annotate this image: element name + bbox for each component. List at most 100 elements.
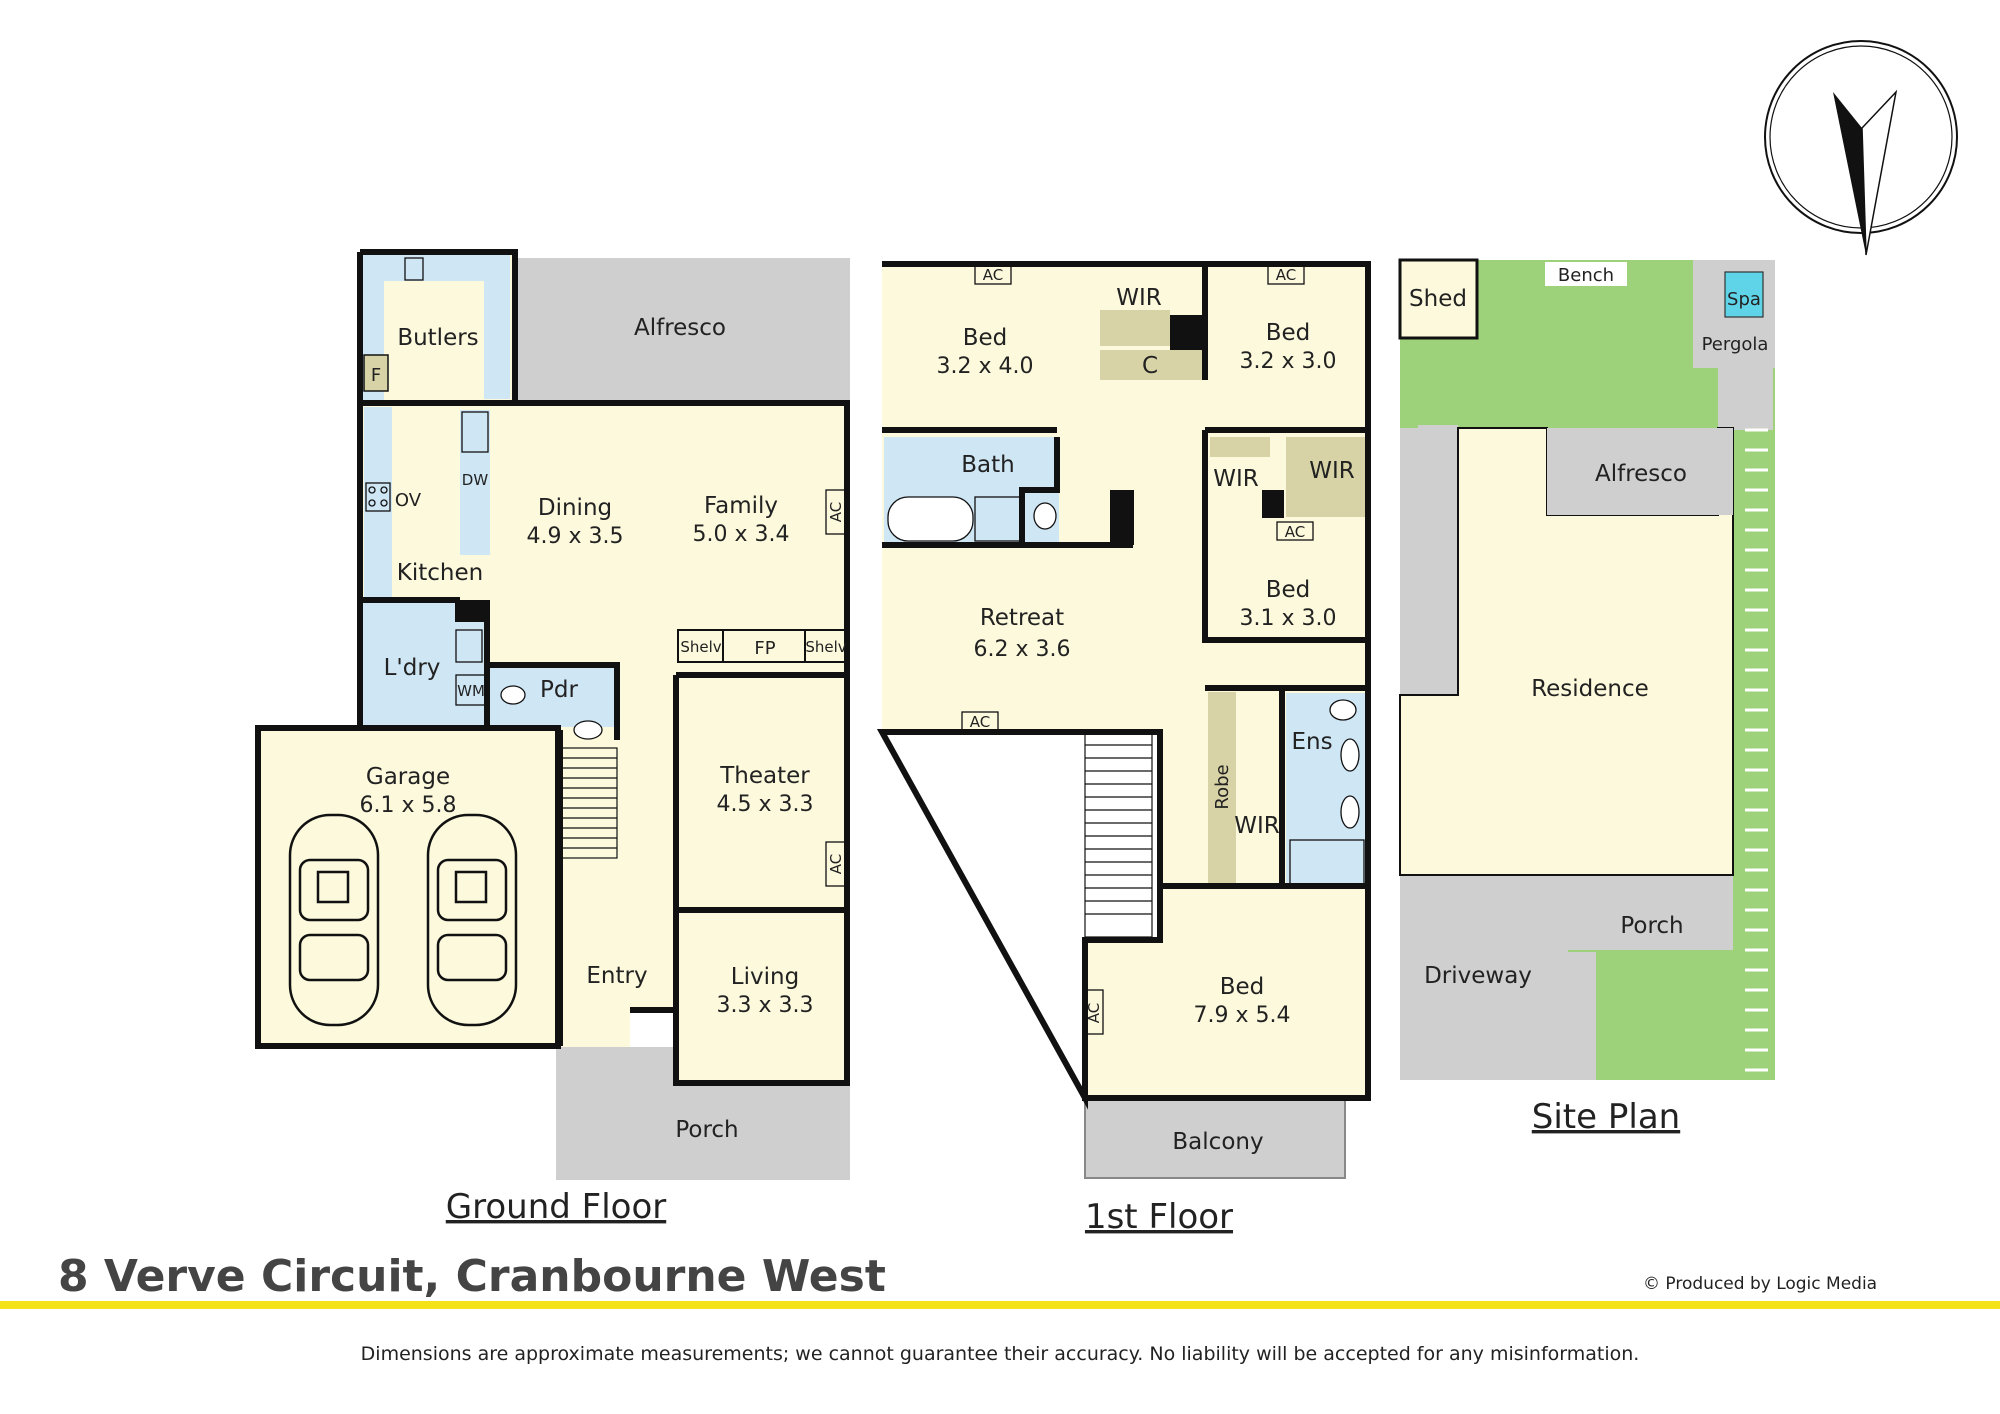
porch-label: Porch [1620, 913, 1683, 939]
kitchen-label: Kitchen [397, 560, 483, 586]
kitchen-counter-left [364, 407, 392, 597]
fridge-label: F [371, 365, 381, 386]
bath-pillar [1110, 490, 1134, 545]
bathtub-icon [887, 496, 974, 542]
dining-label: Dining [538, 495, 612, 521]
garage-dim: 6.1 x 5.8 [360, 793, 457, 818]
garage-label: Garage [366, 764, 450, 790]
living-dim: 3.3 x 3.3 [717, 993, 814, 1018]
ensuite-label: Ens [1291, 729, 1332, 755]
bench-label: Bench [1558, 265, 1614, 286]
accent-line [0, 1301, 2000, 1309]
fireplace-label: FP [754, 638, 775, 659]
washing-machine-label: WM [457, 682, 485, 700]
site-plan: Shed Bench Spa Pergola Alfresco Residenc… [1398, 258, 1775, 1137]
fence-posts [1745, 428, 1768, 1072]
toilet-icon [1329, 699, 1357, 721]
laundry-tub-icon [455, 629, 483, 663]
oven-label: OV [395, 490, 422, 511]
wir1-pillar [1170, 315, 1203, 350]
pdr-wall [487, 662, 620, 740]
produced-by-credit: © Produced by Logic Media [1643, 1274, 1877, 1294]
basin-icon [1340, 795, 1360, 829]
robe-strip [1208, 692, 1236, 887]
kitchen-pillar [455, 600, 487, 622]
shed-label: Shed [1409, 286, 1467, 312]
ac-label: AC [1276, 266, 1296, 284]
dining-dim: 4.9 x 3.5 [527, 524, 624, 549]
bed3-label: Bed [1266, 577, 1311, 603]
first-floor: AC Bed 3.2 x 4.0 WIR C AC Bed 3.2 x 3.0 … [876, 261, 1371, 1237]
first-floor-title: 1st Floor [1085, 1197, 1233, 1237]
bed1-dim: 3.2 x 4.0 [937, 354, 1034, 379]
first-stairs [1084, 731, 1153, 938]
c-label: C [1142, 353, 1158, 379]
living-label: Living [731, 964, 799, 990]
family-label: Family [704, 493, 778, 519]
disclaimer-text: Dimensions are approximate measurements;… [361, 1343, 1640, 1365]
porch-label: Porch [675, 1117, 738, 1143]
butlers-label: Butlers [397, 325, 478, 351]
pergola-label: Pergola [1702, 334, 1769, 355]
site-paving-top-right [1718, 368, 1773, 430]
wir1-label: WIR [1116, 285, 1162, 311]
c-robe [1100, 350, 1205, 380]
laundry-label: L'dry [384, 655, 441, 681]
toilet-icon [1033, 502, 1057, 530]
residence-label: Residence [1531, 676, 1649, 702]
wir3-robe [1286, 437, 1366, 517]
retreat-label: Retreat [980, 605, 1064, 631]
basin-icon [573, 720, 603, 740]
butlers-counter-top [384, 255, 510, 281]
ac-box [1276, 521, 1314, 541]
ac-box [974, 265, 1012, 285]
shower-icon [974, 496, 1021, 542]
site-plan-title: Site Plan [1532, 1097, 1680, 1137]
car-icon [426, 813, 518, 1027]
ac-label: AC [827, 502, 845, 522]
wir1-robe [1100, 310, 1170, 346]
basin-icon [1340, 738, 1360, 772]
shed-area [1398, 258, 1479, 340]
property-address: 8 Verve Circuit, Cranbourne West [58, 1251, 886, 1302]
butlers-counter-right [484, 281, 510, 399]
balcony-area [1084, 1097, 1346, 1179]
ac-label: AC [983, 266, 1003, 284]
ac-box [1267, 265, 1305, 285]
bed4-dim: 7.9 x 5.4 [1194, 1003, 1291, 1028]
shelf-label: Shelv [680, 638, 721, 656]
ensuite-wet [1286, 693, 1366, 886]
ground-floor: Butlers F Alfresco OV DW Kitchen Dining … [255, 249, 850, 1227]
shelf-unit [677, 629, 848, 663]
north-arrow-icon [1764, 40, 1958, 256]
porch-area [1568, 875, 1733, 950]
ac-label: AC [1085, 1003, 1103, 1023]
alfresco-label: Alfresco [634, 315, 726, 341]
bed2-dim: 3.2 x 3.0 [1240, 349, 1337, 374]
driveway-label: Driveway [1424, 963, 1532, 989]
ac-box [825, 841, 848, 887]
ac-label: AC [827, 854, 845, 874]
alfresco-area [518, 258, 850, 403]
ac-box [1084, 989, 1104, 1035]
ac-box [825, 489, 848, 535]
cooktop-icon [365, 482, 391, 512]
retreat-dim: 6.2 x 3.6 [974, 637, 1071, 662]
bed1-label: Bed [963, 325, 1008, 351]
driveway-strip [1568, 952, 1596, 1080]
kitchen-island [460, 410, 490, 555]
wm-box [455, 674, 487, 706]
fridge-box [363, 354, 389, 392]
wir3-label: WIR [1309, 458, 1355, 484]
toilet-icon [500, 685, 526, 705]
bed2-label: Bed [1266, 320, 1311, 346]
family-dim: 5.0 x 3.4 [693, 522, 790, 547]
shelf-label: Shelv [805, 638, 846, 656]
car-icon [288, 813, 380, 1027]
ac-label: AC [1285, 523, 1305, 541]
entry-label: Entry [586, 963, 647, 989]
robe-label: Robe [1212, 764, 1233, 809]
balcony-label: Balcony [1172, 1129, 1263, 1155]
dishwasher-label: DW [462, 471, 489, 489]
